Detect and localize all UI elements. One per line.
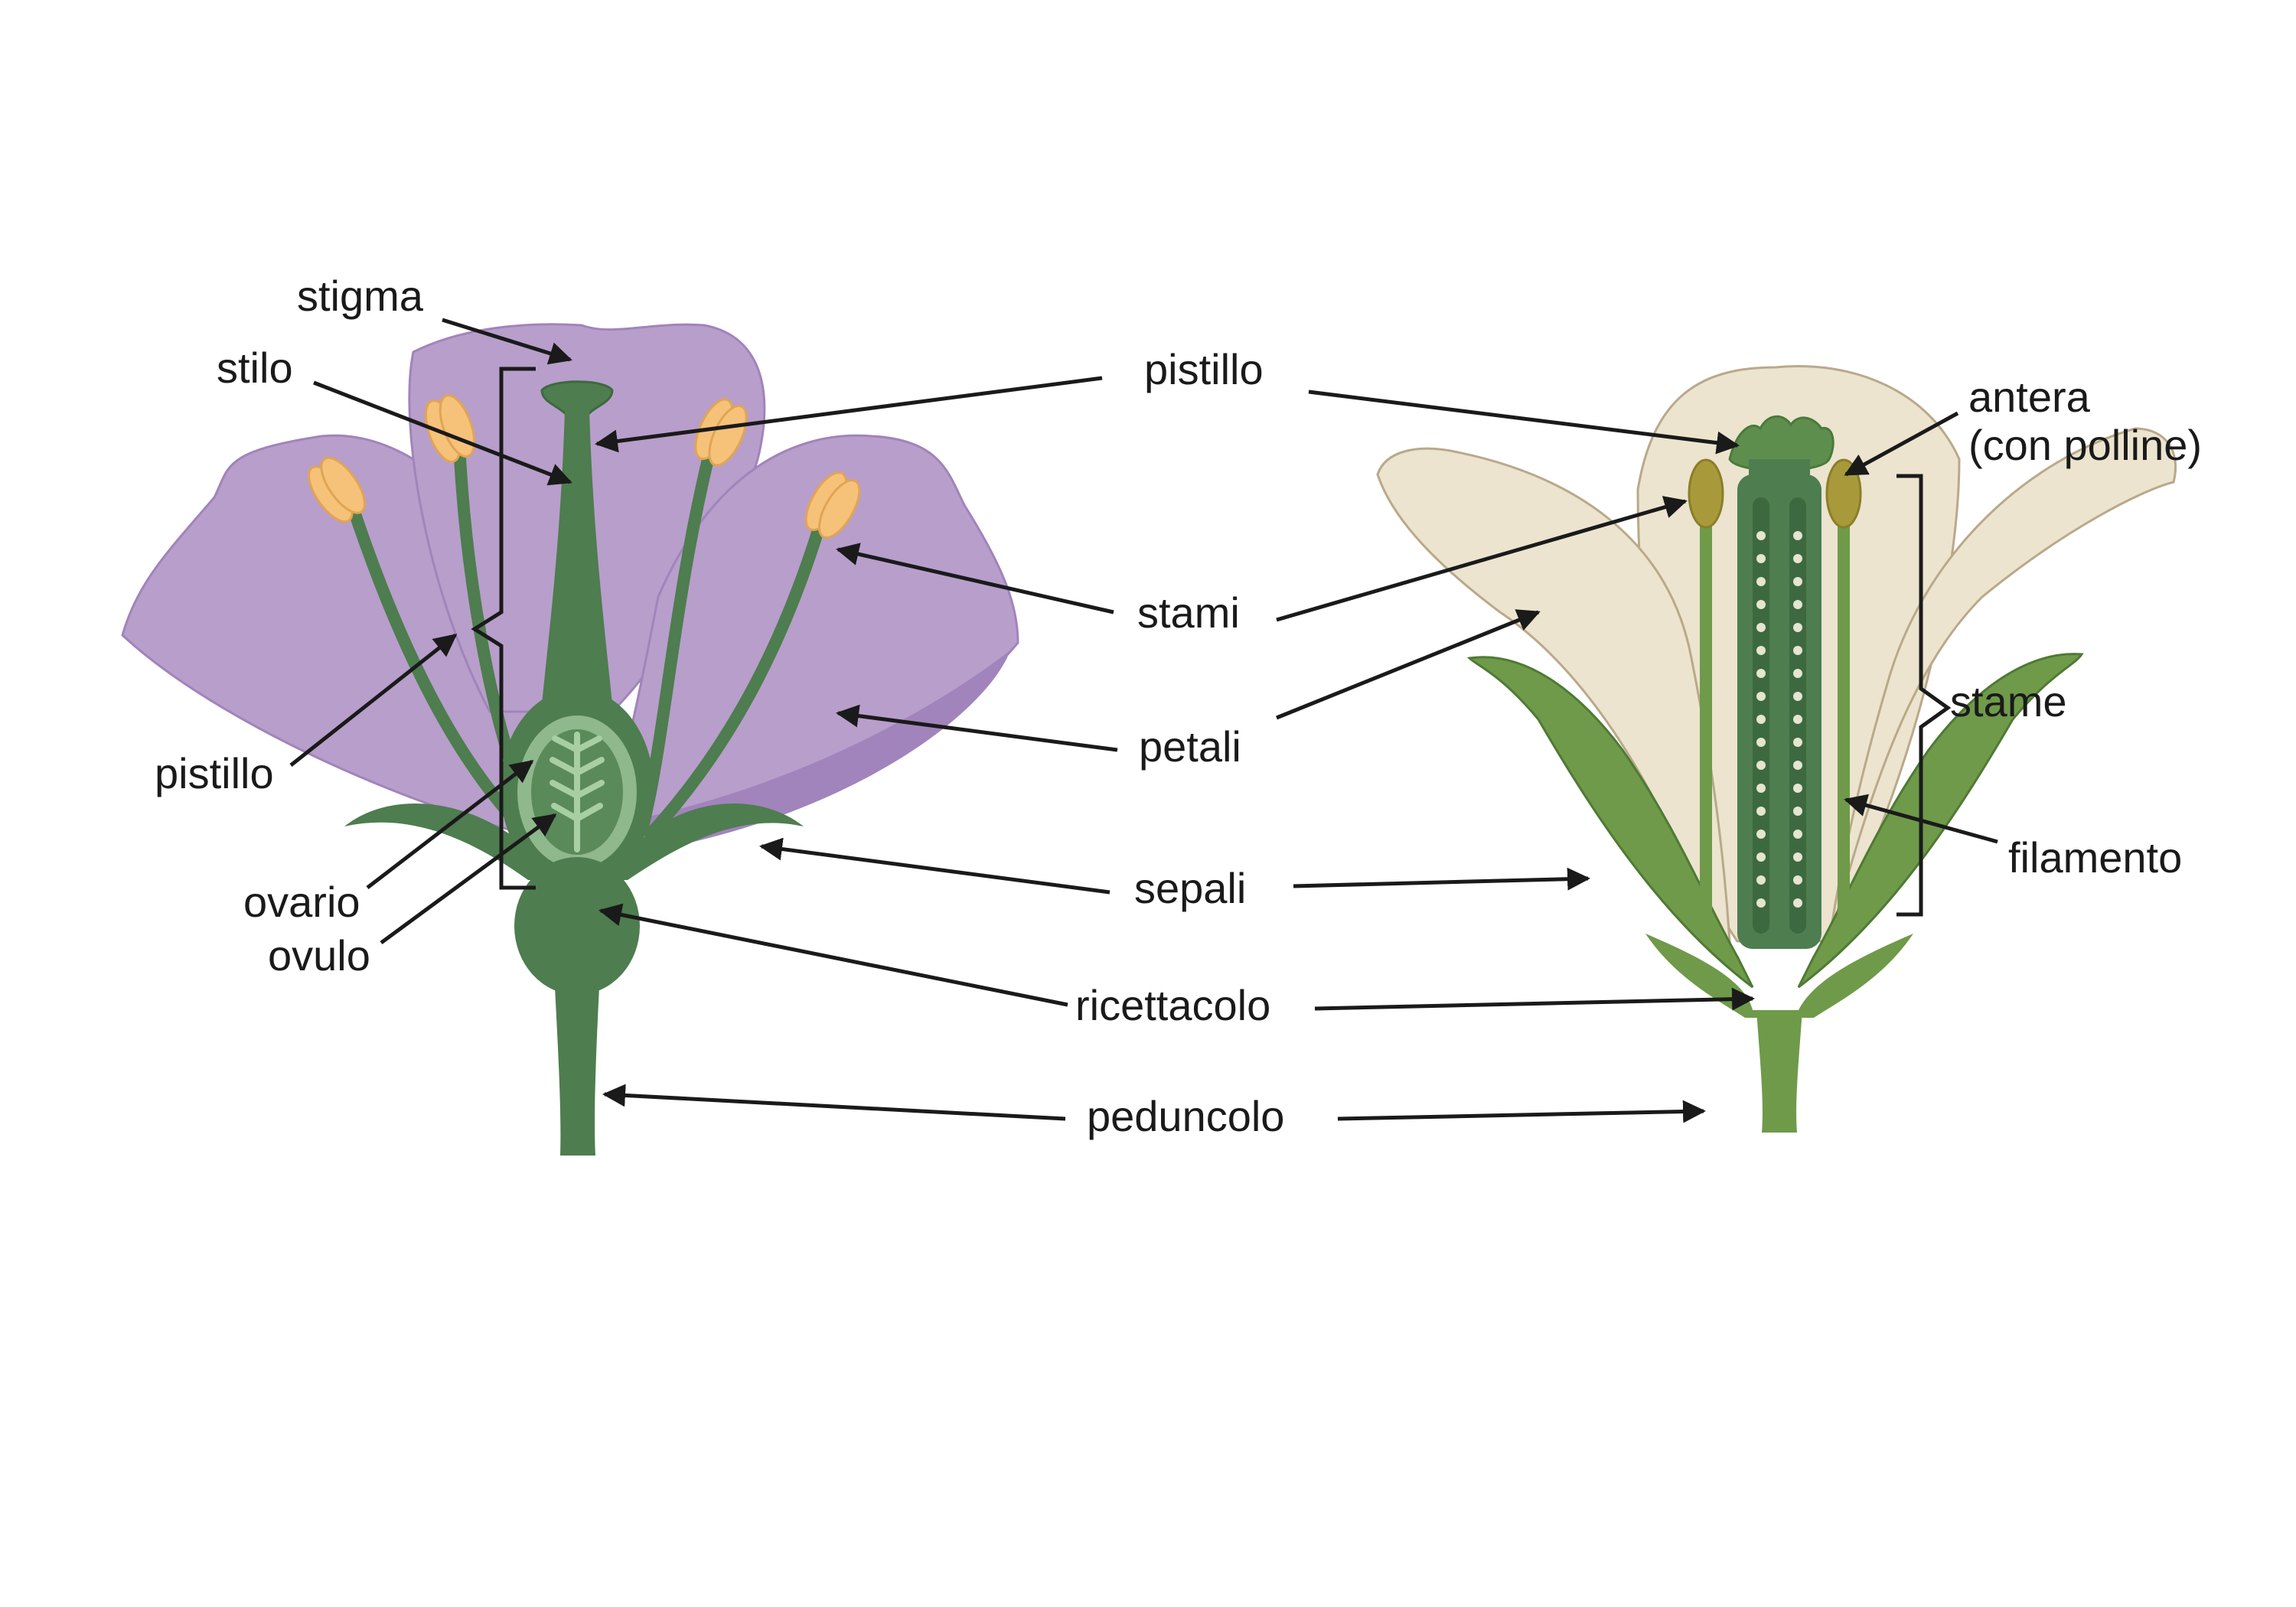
label-ovario: ovario: [243, 878, 360, 926]
left-flower: [121, 323, 1019, 1156]
label-filamento: filamento: [2008, 833, 2183, 882]
left-peduncle: [554, 972, 600, 1156]
arrow-stami-to-right: [1276, 496, 1688, 622]
label-ovulo: ovulo: [268, 931, 370, 980]
right-filament-left: [1700, 520, 1712, 934]
label-antera: antera (con polline): [1968, 373, 2202, 469]
right-petal-right: [1828, 427, 2177, 942]
arrow-filamento: [1844, 794, 1998, 844]
right-anther-left: [1688, 458, 1724, 529]
label-antera-line2: (con polline): [1968, 420, 2203, 469]
left-anther-4: [804, 471, 861, 539]
arrow-antera: [1844, 411, 1959, 477]
right-sepal-right: [1797, 653, 2084, 989]
arrow-ovulo: [380, 813, 557, 945]
arrow-petali-to-left: [836, 704, 1118, 752]
label-stilo: stilo: [217, 344, 293, 392]
left-style: [542, 409, 612, 704]
label-ricettacolo: ricettacolo: [1075, 981, 1271, 1029]
left-ovules: [550, 732, 605, 852]
left-pistil-bracket: [471, 367, 536, 890]
right-receptacle: [1645, 934, 1913, 1018]
arrow-pistillo-to-right: [1308, 390, 1740, 455]
left-sepal-left: [344, 804, 559, 880]
right-pistil-column: [1737, 474, 1821, 949]
arrow-sepali-to-left: [759, 837, 1110, 895]
label-peduncolo: peduncolo: [1087, 1092, 1285, 1140]
label-stame: stame: [1950, 677, 2067, 725]
arrow-stigma: [442, 318, 572, 365]
arrow-pistillo-to-left: [595, 376, 1103, 453]
right-sepal-left: [1466, 656, 1754, 989]
arrow-petali-to-right: [1276, 609, 1541, 720]
label-pistillo-bracket: pistillo: [155, 749, 274, 797]
left-receptacle: [514, 857, 640, 995]
left-anther-1: [308, 456, 366, 523]
arrow-peduncolo-to-left: [602, 1084, 1066, 1121]
right-flower: [1376, 365, 2177, 1133]
label-pistillo: pistillo: [1144, 345, 1264, 393]
arrow-ricettacolo-to-left: [598, 903, 1068, 1007]
right-ovules: [1756, 531, 1802, 908]
leader-arrows: [289, 318, 1998, 1123]
left-filament-4: [644, 522, 825, 840]
arrow-stami-to-left: [836, 543, 1114, 614]
right-anther-right: [1825, 458, 1862, 529]
arrow-ricettacolo-to-right: [1314, 987, 1755, 1011]
arrow-pistillo-left: [289, 634, 458, 767]
right-stamen-bracket: [1896, 474, 1952, 917]
label-stami: stami: [1137, 588, 1240, 637]
label-antera-line1: antera: [1968, 373, 2090, 421]
label-sepali: sepali: [1134, 864, 1247, 912]
right-filament-right: [1838, 520, 1850, 934]
label-petali: petali: [1139, 722, 1241, 771]
left-sepal-right: [605, 804, 804, 880]
label-stigma: stigma: [297, 272, 423, 320]
arrow-sepali-to-right: [1293, 867, 1590, 891]
arrow-peduncolo-to-right: [1337, 1100, 1706, 1123]
left-stigma: [540, 380, 614, 415]
arrow-ovario: [366, 760, 534, 889]
right-style: [1749, 459, 1810, 490]
right-peduncle: [1756, 1010, 1802, 1133]
arrow-stilo: [313, 380, 572, 486]
